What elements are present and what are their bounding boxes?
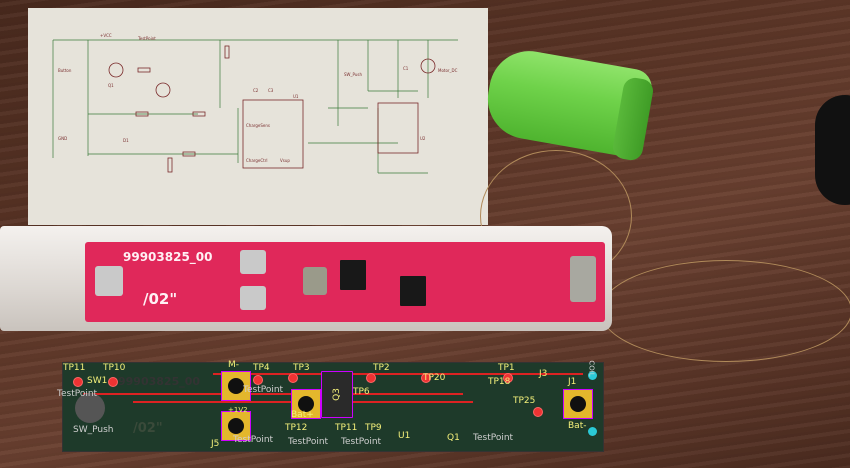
testpoint-label: TestPoint	[57, 389, 98, 399]
ref-label: TP25	[513, 396, 536, 406]
schematic-label: U1	[293, 94, 299, 99]
ref-label: TP11	[335, 423, 358, 433]
push-button	[95, 266, 123, 296]
dark-object	[815, 95, 850, 205]
schematic-label: U2	[420, 136, 426, 141]
ref-label: COIL	[587, 360, 596, 377]
pad-j2	[291, 389, 321, 419]
contact-pad	[240, 250, 266, 274]
testpoint-label: TestPoint	[288, 437, 329, 447]
ref-label: TP12	[285, 423, 308, 433]
pad-m-minus	[221, 371, 251, 401]
schematic-label: Q1	[108, 83, 114, 88]
schematic-label: C1	[403, 66, 409, 71]
schematic-label: ChargeCtrl	[246, 158, 268, 163]
solder-blob	[570, 256, 596, 302]
schematic-label: C3	[268, 88, 274, 93]
contact-pad	[240, 286, 266, 310]
ref-label: SW1	[87, 376, 108, 386]
schematic-label: SW_Push	[344, 72, 362, 77]
testpoint-label: TestPoint	[233, 435, 274, 445]
q3-footprint	[321, 371, 353, 418]
pcb-revision: /02"	[143, 290, 178, 308]
ref-label: TP2	[373, 363, 390, 373]
ref-label: M-	[228, 360, 240, 370]
ref-label: Bat+	[291, 410, 314, 420]
schematic-diagram: TestPoint Button +VCC U1 SW_Push Motor_D…	[28, 8, 488, 225]
pad-j5	[221, 411, 251, 441]
ref-label: TP3	[293, 363, 310, 373]
solder-blob	[303, 267, 327, 295]
testpoint-label: TestPoint	[473, 433, 514, 443]
schematic-label: Button	[58, 68, 72, 73]
schematic-label: TestPoint	[138, 36, 156, 41]
layout-revision: /02"	[133, 421, 163, 436]
ref-label: SW_Push	[73, 425, 114, 435]
ref-label: TP1	[498, 363, 515, 373]
ref-label: J1	[568, 377, 577, 387]
schematic-wires	[52, 39, 458, 174]
copper-wire	[600, 260, 850, 362]
schematic-label: +VCC	[100, 33, 112, 38]
ref-label: J5	[211, 439, 220, 449]
layout-part-number: 99903825_00	[118, 375, 201, 388]
photo-pcb: 99903825_00 /02"	[85, 242, 605, 322]
ref-label: TP11	[63, 363, 86, 373]
schematic-label: Motor_DC	[438, 68, 458, 73]
testpoint-label: TestPoint	[243, 385, 284, 395]
ref-label: TP4	[253, 363, 270, 373]
ic-chip	[340, 260, 366, 290]
pcb-layout-render: TP11 TP10 SW1 M- TP4 TP3 TP2 TP1 J3 J1 T…	[57, 360, 604, 452]
ref-label: Q3	[331, 388, 342, 401]
pcb-part-number: 99903825_00	[123, 250, 213, 264]
ref-label: TP9	[365, 423, 382, 433]
ref-label: TP18	[488, 377, 511, 387]
ref-label: TP20	[423, 373, 446, 383]
ic-chip	[400, 276, 426, 306]
ref-label: U1	[398, 431, 411, 441]
testpoint-label: TestPoint	[341, 437, 382, 447]
schematic-label: GND	[58, 136, 68, 141]
sw1-footprint	[75, 393, 105, 423]
ref-label: TP6	[353, 387, 370, 397]
schematic-label: ChargeSens	[246, 123, 270, 128]
ref-label: +1V2	[228, 406, 248, 414]
ref-label: Q1	[447, 433, 460, 443]
schematic-label: D1	[123, 138, 129, 143]
schematic-label: Vsup	[280, 158, 290, 163]
ref-label: Bat-	[568, 421, 587, 431]
pad-j1	[563, 389, 593, 419]
ref-label: TP10	[103, 363, 126, 373]
schematic-label: C2	[253, 88, 259, 93]
ref-label: J3	[539, 369, 548, 379]
